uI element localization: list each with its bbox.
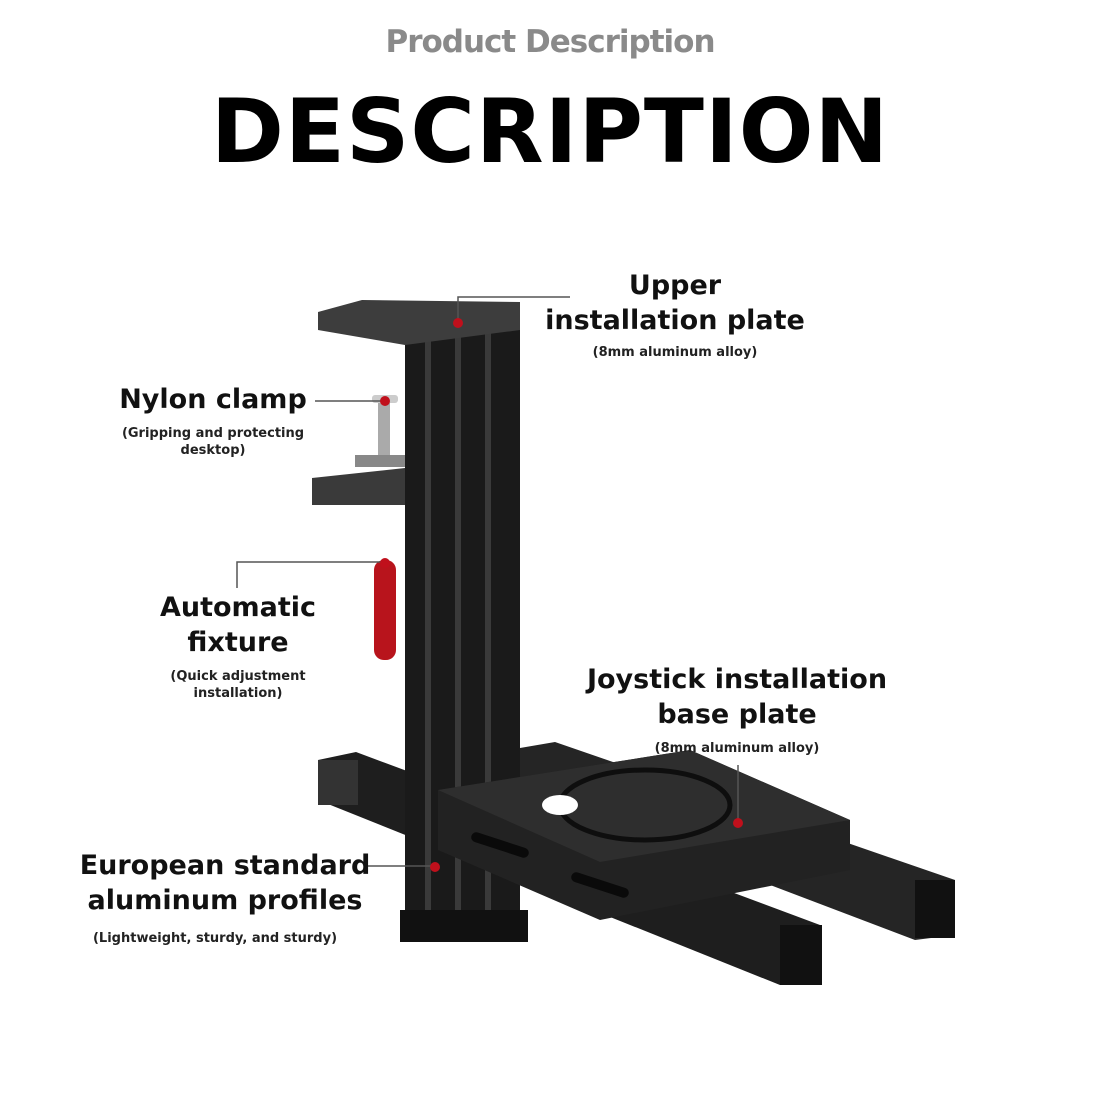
marker-dot (380, 558, 390, 568)
callout-note: (Quick adjustment (170, 669, 306, 684)
vertical-profile (405, 320, 520, 915)
callout-note: (8mm aluminum alloy) (654, 741, 820, 756)
callout-note: desktop) (180, 443, 246, 458)
section-subtitle: Product Description (385, 24, 715, 60)
leader-automatic-fixture (236, 561, 385, 588)
marker-dot (380, 396, 390, 406)
callout-upper-plate: Upper installation plate (8mm aluminum a… (530, 268, 820, 361)
clamp-arm (312, 468, 405, 505)
marker-dot (430, 862, 440, 872)
column-foot (400, 910, 528, 942)
callout-title: installation plate (545, 305, 805, 336)
callout-automatic-fixture: Automatic fixture (Quick adjustment inst… (118, 590, 358, 702)
callout-title: European standard (79, 850, 371, 881)
callout-nylon-clamp: Nylon clamp (Gripping and protecting des… (90, 382, 336, 459)
rail-endcap-front (780, 925, 822, 985)
callout-title: Upper (628, 270, 722, 301)
fixture-handle (374, 560, 396, 660)
callout-title: aluminum profiles (87, 885, 363, 916)
callout-title: Nylon clamp (119, 384, 307, 415)
callout-title: Joystick installation (586, 664, 888, 695)
callout-title: Automatic (159, 592, 317, 623)
rail-endcap-left (318, 760, 358, 805)
rail-endcap-right (915, 880, 955, 938)
callout-note: (Lightweight, sturdy, and sturdy) (92, 931, 338, 946)
callout-note: installation) (193, 686, 283, 701)
callout-note: (8mm aluminum alloy) (592, 345, 758, 360)
marker-dot (453, 318, 463, 328)
leader-upper-plate (457, 296, 570, 323)
callout-title: base plate (657, 699, 817, 730)
callout-base-plate: Joystick installation base plate (8mm al… (567, 662, 907, 757)
page-title: DESCRIPTION (210, 80, 890, 183)
upper-plate (318, 300, 520, 345)
callout-aluminum-profiles: European standard aluminum profiles (Lig… (70, 848, 380, 947)
callout-title: fixture (187, 627, 289, 658)
callout-note: (Gripping and protecting (121, 426, 305, 441)
marker-dot (733, 818, 743, 828)
